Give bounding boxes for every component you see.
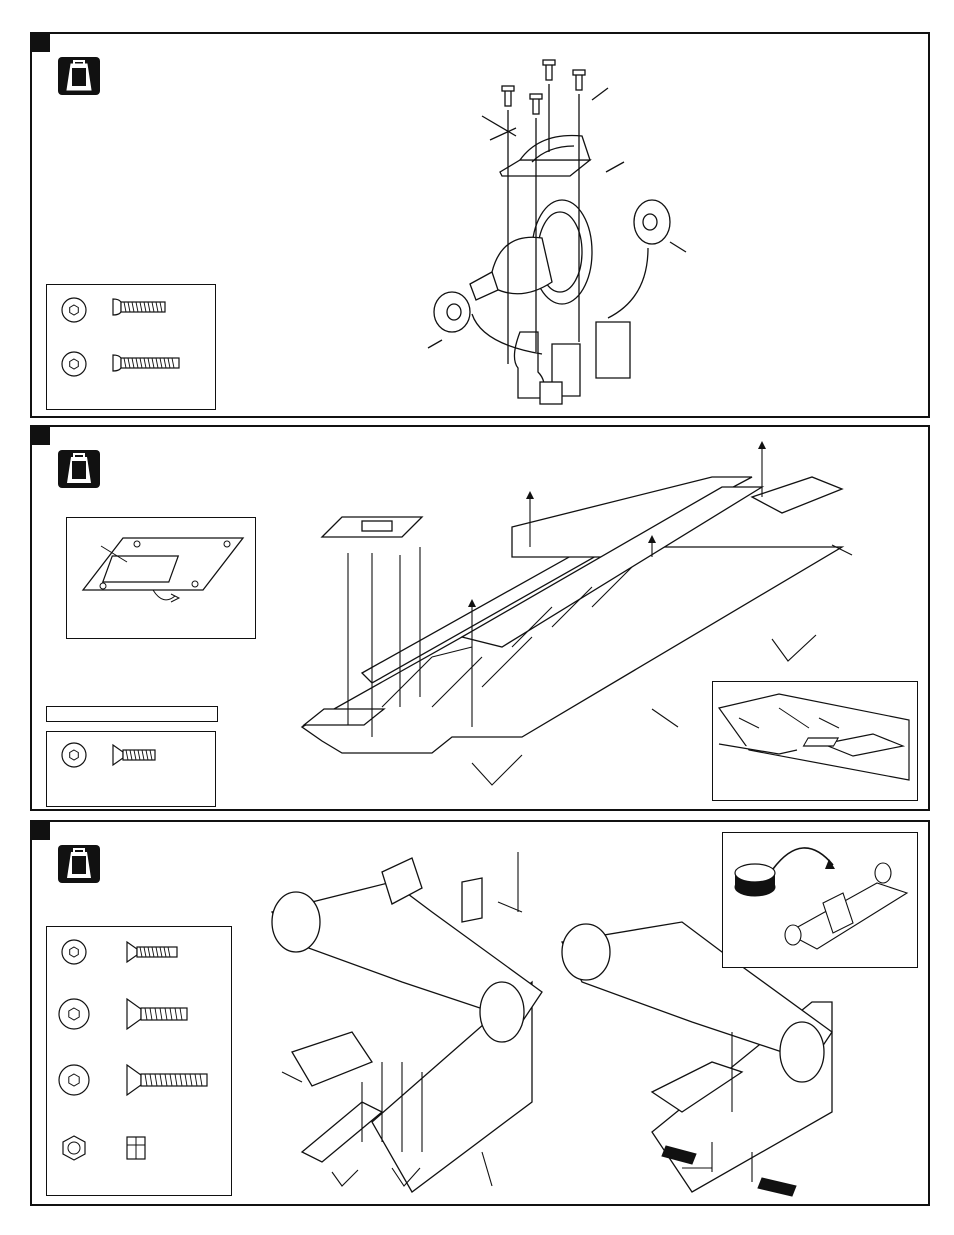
hardware-label-bar <box>46 706 218 722</box>
button-head-screw-short-icon <box>111 295 181 319</box>
screw-head-icon <box>57 997 91 1031</box>
screw-head-icon <box>59 937 89 967</box>
hardware-box <box>46 926 232 1196</box>
lock-nut-top-icon <box>59 1133 89 1163</box>
parts-bag-icon <box>57 844 101 884</box>
chassis-plate-detail-callout <box>712 681 918 801</box>
screw-icon <box>573 70 585 90</box>
plate-detail-callout <box>66 517 256 639</box>
chassis-plate-detail-diagram <box>719 688 913 796</box>
outdrive <box>470 272 498 300</box>
button-head-screw-long-icon <box>111 351 191 375</box>
flat-head-screw-icon <box>111 742 181 768</box>
step-number-tab <box>32 427 50 445</box>
car-assembly-mini-diagram <box>783 853 913 963</box>
skid-plate <box>302 1102 382 1162</box>
screw-icon <box>543 60 555 80</box>
diff-top-cap <box>500 160 590 176</box>
screw-head-icon <box>57 1063 91 1097</box>
step-number-tab <box>32 822 50 840</box>
hub-carrier <box>272 892 320 952</box>
screw-head-icon <box>59 349 89 379</box>
flat-head-screw-long-icon <box>125 1063 225 1097</box>
flat-head-screw-short-icon <box>125 939 195 965</box>
hardware-box <box>46 284 216 410</box>
screw-icon <box>502 86 514 106</box>
differential-exploded-diagram <box>412 52 712 412</box>
hub-carrier <box>780 1022 824 1082</box>
hardware-box <box>46 731 216 807</box>
thread-lock-callout <box>722 832 918 968</box>
step-1-panel <box>30 32 930 418</box>
bumper-plate <box>292 1032 372 1086</box>
screw-head-icon <box>59 740 89 770</box>
front-suspension-install-diagram-a <box>262 852 552 1192</box>
screw-icon <box>530 94 542 114</box>
hub-carrier <box>562 924 610 980</box>
diff-mount-right <box>596 322 630 378</box>
flat-head-screw-medium-icon <box>125 997 205 1031</box>
step-2-panel <box>30 425 930 811</box>
side-guard <box>752 477 842 513</box>
hub-carrier <box>480 982 524 1042</box>
screw-head-icon <box>59 295 89 325</box>
step-number-tab <box>32 34 50 52</box>
step-3-panel <box>30 820 930 1206</box>
parts-bag-icon <box>57 56 101 96</box>
lock-nut-side-icon <box>125 1135 149 1161</box>
thread-lock-applicator-icon <box>758 1178 796 1196</box>
gasket-plate-diagram <box>77 532 247 632</box>
parts-bag-icon <box>57 449 101 489</box>
